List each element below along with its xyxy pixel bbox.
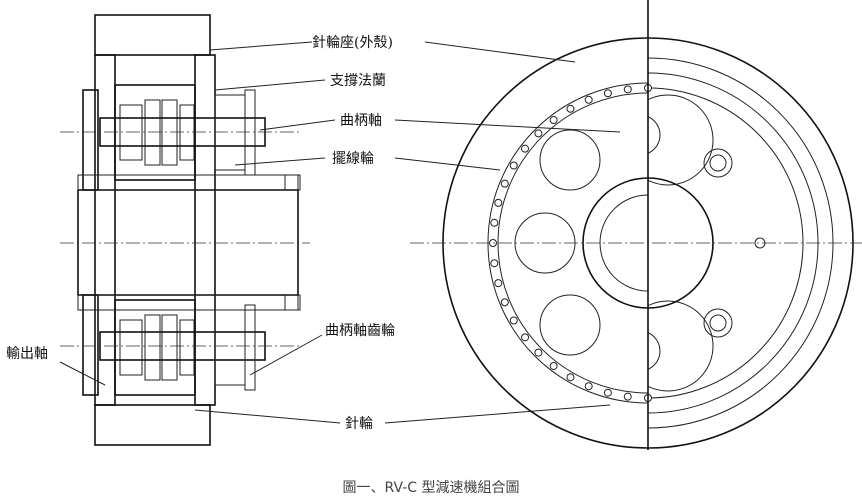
upper-bearings [119,99,195,166]
pin-mark [549,116,558,125]
front-view [410,0,862,450]
label-output-shaft: 輸出軸 [6,346,48,362]
pin-mark [566,104,575,113]
pin-mark [509,161,518,170]
pin-mark [494,279,503,288]
label-crankshaft-gear: 曲柄軸齒輪 [325,322,395,339]
label-crankshaft: 曲柄軸 [340,113,382,129]
lower-crank-gear [214,309,246,386]
figure-caption: 圖一、RV-C 型減速機組合圖 [343,479,520,496]
leader-lines [59,41,621,424]
label-cycloid-disc: 擺線輪 [332,150,374,167]
pin-mark [623,392,632,401]
label-pin: 針輪 [345,415,373,432]
pin-mark [534,348,543,357]
pin-mark [521,144,530,153]
pin-mark [494,198,503,207]
pin-mark [521,333,530,342]
pin-mark [490,218,499,227]
section-view [60,14,310,446]
output-flange [94,54,116,406]
pin-mark [584,382,593,391]
upper-bearing-block [114,84,196,181]
pin-mark [500,298,509,307]
housing-bottom [94,404,211,446]
lower-bearings [119,314,195,381]
pin-mark [603,388,612,397]
pin-mark [566,373,575,382]
pin-mark [500,179,509,188]
pin-mark [584,95,593,104]
support-flange [194,54,216,406]
pin-mark [549,361,558,370]
label-ring-gear-housing: 針輪座(外殼) [312,34,393,51]
pin-mark [490,259,499,268]
lower-bearing-block [114,299,196,396]
upper-crank-gear [214,94,246,171]
label-support-flange: 支撐法蘭 [330,73,386,89]
pins [489,84,652,402]
pin-mark [603,89,612,98]
housing-top [94,14,211,56]
pin-mark [623,85,632,94]
hollow-shaft [77,189,299,296]
pin-mark [534,129,543,138]
pin-mark [509,316,518,325]
